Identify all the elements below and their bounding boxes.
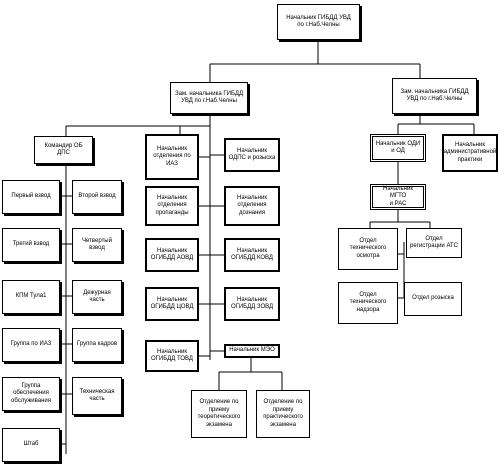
unit-hr-group: Группа кадров [72, 328, 122, 362]
unit-first-platoon: Первый взвод [2, 180, 60, 214]
head-odps-search: Начальник ОДПС и розыска [224, 138, 280, 172]
deputy-left-box: Зам. начальника ГИБДД УВД по г.Наб.Челны [170, 82, 248, 114]
head-zovd: Начальник ОГИБДД ЗОВД [224, 287, 280, 321]
head-kovd: Начальник ОГИБДД КОВД [224, 238, 280, 272]
search-dept: Отдел розыска [404, 282, 462, 316]
head-odi-od: Начальник ОДИ и ОД [370, 134, 426, 162]
deputy-right-box: Зам. начальника ГИБДД УВД по г.Наб.Челны [392, 78, 477, 114]
head-aovd: Начальник ОГИБДД АОВД [145, 238, 199, 272]
head-meo: Начальник МЭО [224, 344, 280, 358]
tech-supervision-dept: Отдел технического надзора [338, 282, 398, 324]
ats-registration-dept: Отдел регистрации АТС [406, 228, 462, 258]
unit-support-group: Группа обеспечения обслуживания [2, 377, 60, 411]
unit-kpm-tula: КПМ Тула1 [2, 280, 60, 314]
exam-theory-dept: Отделение по приему теоретического экзам… [191, 390, 247, 438]
head-iaz-dept: Начальник отделения по ИАЗ [145, 134, 199, 180]
unit-iaz-group: Группа по ИАЗ [2, 328, 60, 362]
head-mgto-ras: Начальник МГТО и РАС [370, 184, 426, 210]
unit-technical: Техническая часть [72, 377, 122, 415]
exam-practice-dept: Отделение по приему практического экзаме… [256, 390, 310, 438]
commander-box: Командир ОБ ДПС [34, 136, 93, 164]
unit-third-platoon: Третий взвод [2, 228, 60, 262]
unit-staff: Штаб [2, 428, 60, 462]
chief-box: Начальник ГИБДД УВД по г.Наб.Челны [277, 4, 360, 40]
head-tsovd: Начальник ОГИБДД ЦОВД [145, 287, 199, 321]
unit-fourth-platoon: Четвертый взвод [72, 228, 122, 262]
head-tovd: Начальник ОГИБДД ТОВД [145, 340, 199, 372]
unit-second-platoon: Второй взвод [72, 180, 122, 214]
head-inquiry-dept: Начальник отделения дознания [224, 186, 280, 226]
unit-duty-station: Дежурная часть [72, 280, 122, 314]
head-propaganda-dept: Начальник отделения пропаганды [145, 186, 199, 226]
head-admin-practice: Начальник административной практики [442, 134, 498, 172]
tech-inspection-dept: Отдел технического осмотра [338, 228, 398, 270]
